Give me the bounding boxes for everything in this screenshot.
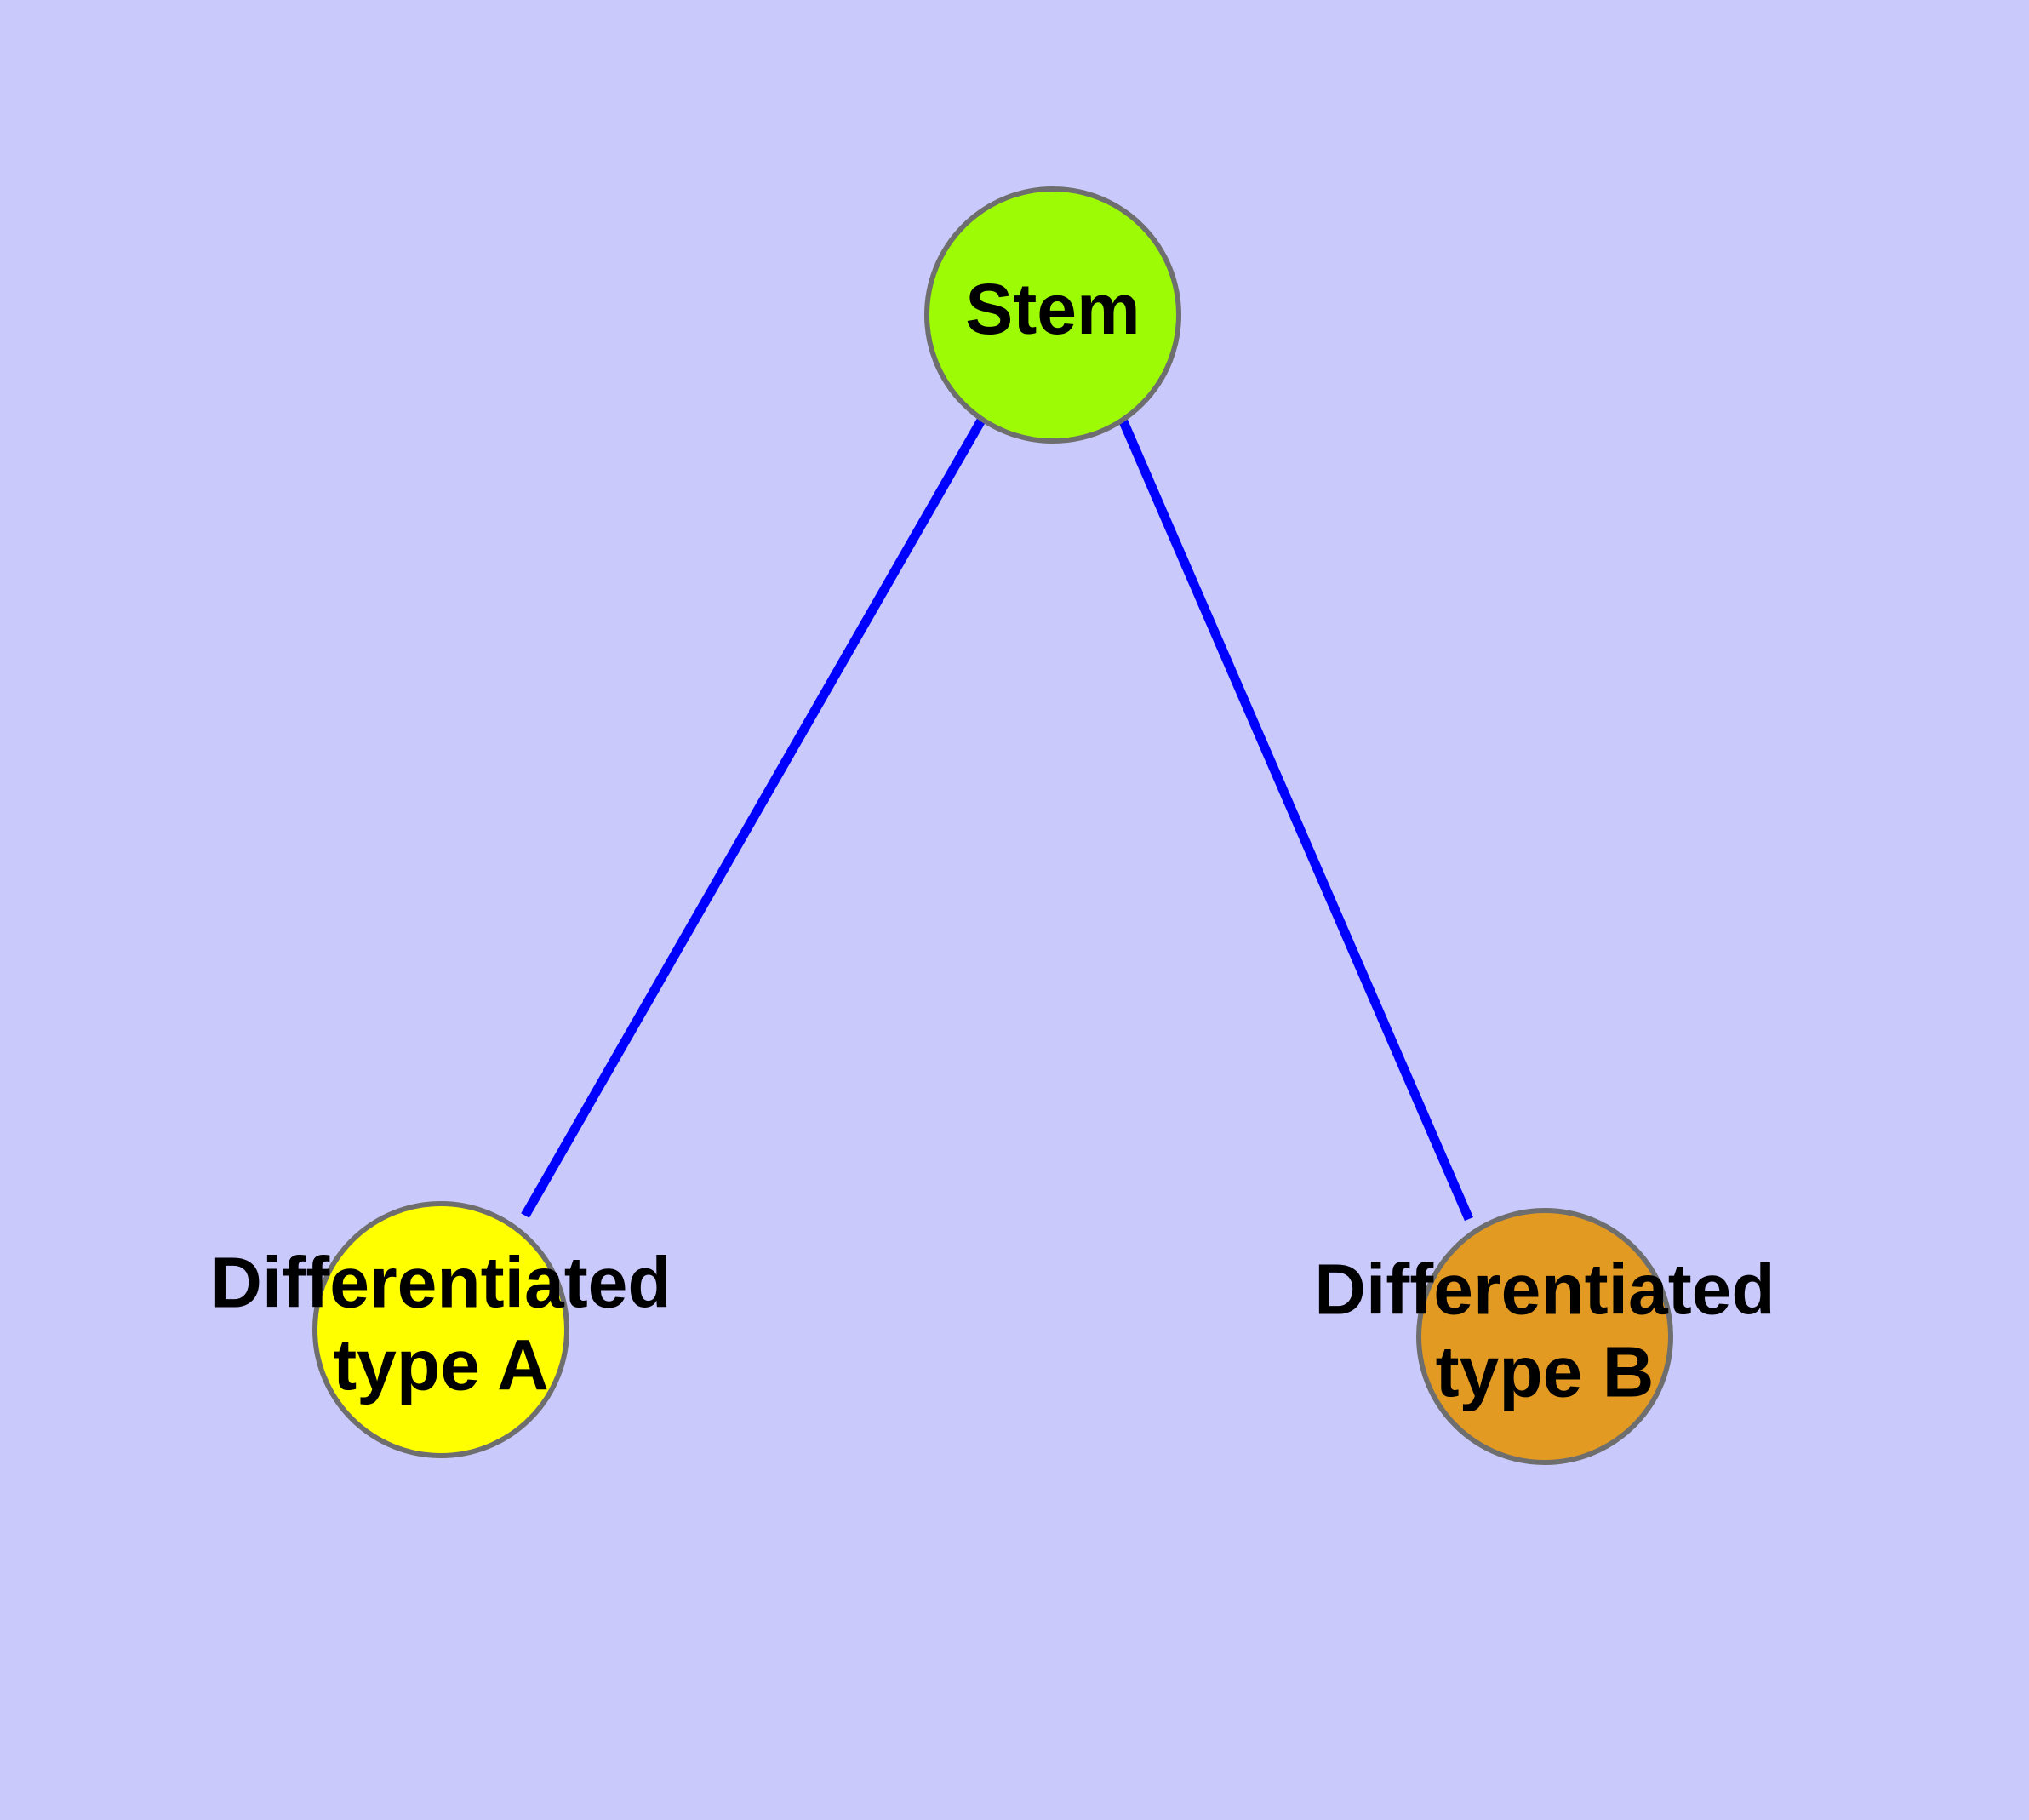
node-label-line: Stem <box>965 269 1140 349</box>
node-label-line: Differentiated <box>1314 1249 1775 1329</box>
node-diff-type-b-circle[interactable] <box>1416 1208 1673 1465</box>
node-stem[interactable] <box>924 186 1181 444</box>
edge-layer <box>521 416 1474 1222</box>
node-stem-circle[interactable] <box>924 186 1181 444</box>
node-label-line: type A <box>333 1325 549 1405</box>
edge-stem-to-type-b[interactable] <box>1117 417 1474 1222</box>
node-stem-label: Stem <box>965 269 1140 349</box>
node-label-line: Differentiated <box>210 1242 671 1322</box>
node-diff-type-b[interactable] <box>1416 1208 1673 1465</box>
node-label-line: type B <box>1436 1332 1655 1412</box>
edge-stem-to-type-a[interactable] <box>521 416 986 1218</box>
node-diff-type-a[interactable] <box>312 1201 569 1458</box>
node-diff-type-a-circle[interactable] <box>312 1201 569 1458</box>
node-layer <box>312 186 1673 1465</box>
